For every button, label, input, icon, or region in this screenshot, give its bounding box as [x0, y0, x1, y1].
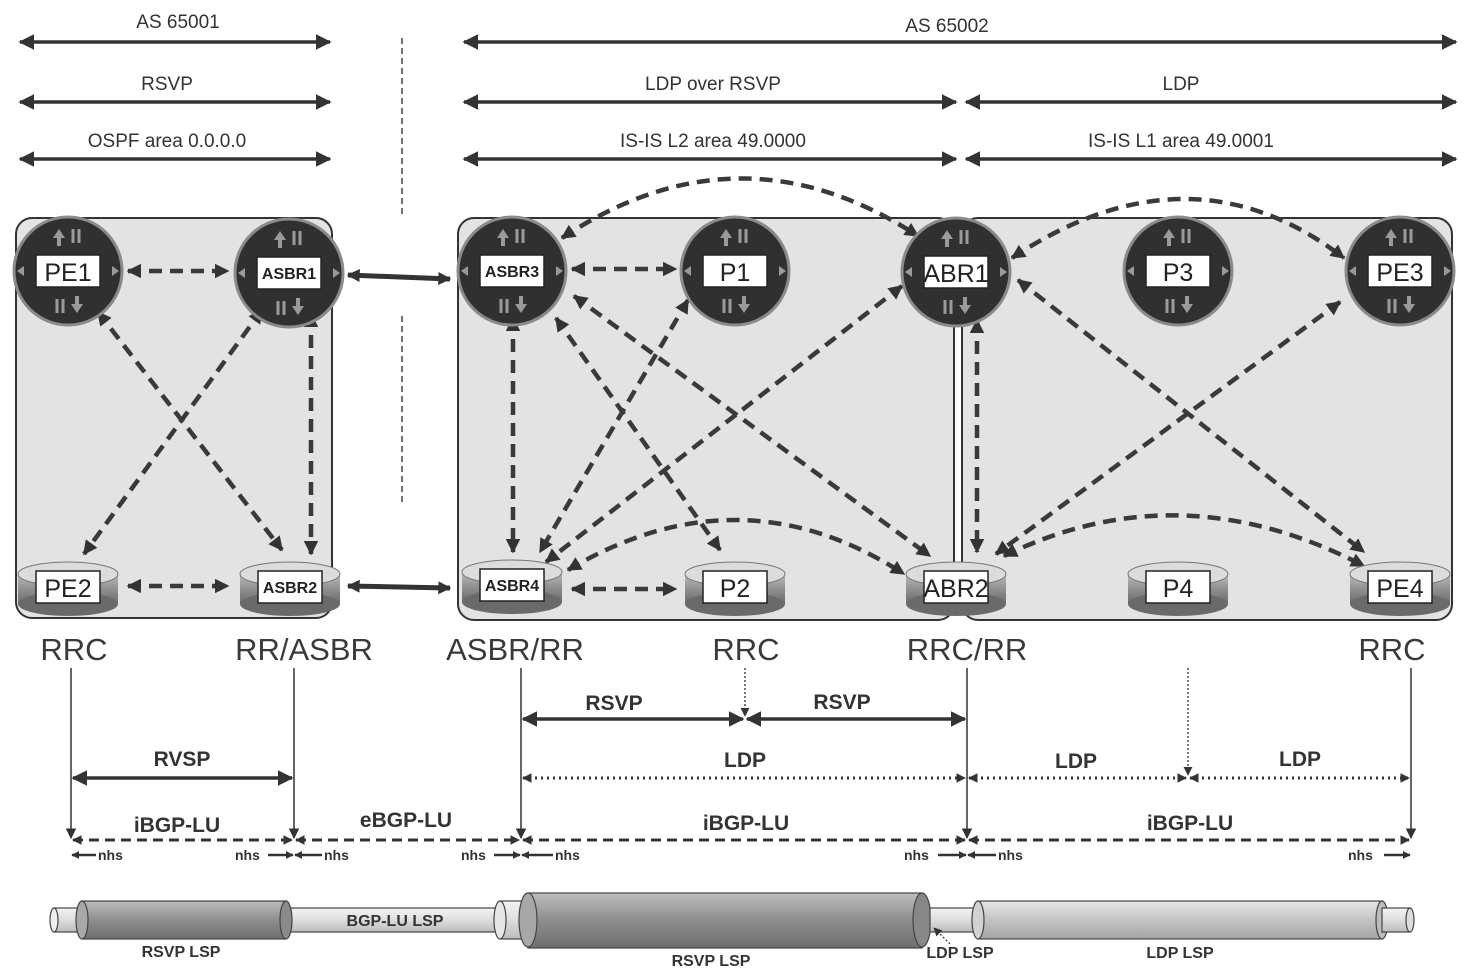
router-label-pe4: PE4 — [1376, 575, 1423, 603]
rsvp-domain-label: RSVP — [141, 74, 193, 95]
ibgp-lu-label-as1: iBGP-LU — [134, 814, 220, 837]
router-label-abr1: ABR1 — [923, 260, 988, 288]
nhs-label-asbr2-out: nhs — [324, 847, 349, 863]
rsvp-label-right: RSVP — [813, 691, 870, 714]
router-label-pe2: PE2 — [44, 575, 91, 603]
transport-section: RVSP RSVP RSVP LDP LDP LDP iBGP-LU eBGP-… — [65, 668, 1417, 863]
rsvp-lsp-1-segment — [81, 900, 287, 940]
role-rrc-p2: RRC — [712, 632, 779, 667]
ibgp-lu-label-l1: iBGP-LU — [1147, 812, 1233, 835]
router-label-asbr4: ASBR4 — [485, 578, 539, 595]
ldp-over-rsvp-label: LDP over RSVP — [645, 74, 781, 95]
router-asbr4[interactable]: ASBR4 — [461, 559, 563, 614]
bgp-lu-lsp-label: BGP-LU LSP — [347, 913, 444, 930]
router-label-p1: P1 — [720, 259, 751, 287]
router-label-p2: P2 — [720, 575, 751, 603]
router-p1[interactable]: P1 — [679, 215, 791, 327]
as-65001-label: AS 65001 — [136, 12, 219, 33]
router-label-asbr1: ASBR1 — [262, 266, 316, 283]
ldp-lsp-small-segment — [929, 907, 979, 933]
router-p4[interactable]: P4 — [1127, 561, 1229, 616]
role-labels: RRC RR/ASBR ASBR/RR RRC RRC/RR RRC — [40, 632, 1425, 667]
router-asbr2[interactable]: ASBR2 — [239, 561, 341, 616]
ldp-label-l1-right: LDP — [1279, 748, 1321, 771]
ldp-label-l2: LDP — [724, 749, 766, 772]
router-p3[interactable]: P3 — [1122, 215, 1234, 327]
router-asbr1[interactable]: ASBR1 — [233, 217, 345, 329]
session-pe3-abr2 — [994, 300, 1342, 556]
nhs-label-pe2: nhs — [98, 847, 123, 863]
ldp-lsp-big-segment — [977, 900, 1383, 940]
ibgp-lu-label-l2: iBGP-LU — [703, 812, 789, 835]
isis-l2-label: IS-IS L2 area 49.0000 — [620, 131, 806, 152]
rvsp-label: RVSP — [154, 748, 211, 771]
link-asbr1-asbr3 — [346, 268, 452, 286]
ebgp-lu-label: eBGP-LU — [360, 809, 452, 832]
role-rrc-pe4: RRC — [1358, 632, 1425, 667]
link-asbr2-asbr4 — [346, 579, 452, 595]
session-asbr4-abr2 — [566, 517, 906, 576]
router-label-p4: P4 — [1163, 575, 1194, 603]
nhs-label-abr2-in: nhs — [904, 847, 929, 863]
rsvp-label-left: RSVP — [585, 692, 642, 715]
role-rr-asbr: RR/ASBR — [235, 632, 373, 667]
ibgp-sessions — [82, 176, 1366, 597]
ospf-area-label: OSPF area 0.0.0.0 — [88, 131, 246, 152]
router-p2[interactable]: P2 — [684, 561, 786, 616]
router-asbr3[interactable]: ASBR3 — [456, 215, 568, 327]
ldp-lsp-big-label: LDP LSP — [1146, 945, 1214, 962]
routers-bottom-row: PE2 ASBR2 ASBR4 P2 ABR2 — [17, 559, 1451, 616]
router-abr1[interactable]: ABR1 — [900, 216, 1012, 328]
lsp-tube: BGP-LU LSP RSVP LSP RSVP LSP LDP LSP LDP… — [49, 892, 1415, 970]
nhs-label-asbr4-in: nhs — [461, 847, 486, 863]
router-label-pe1: PE1 — [44, 259, 91, 287]
router-label-asbr3: ASBR3 — [485, 264, 539, 281]
router-pe4[interactable]: PE4 — [1349, 561, 1451, 616]
router-label-p3: P3 — [1163, 259, 1194, 287]
router-pe2[interactable]: PE2 — [17, 561, 119, 616]
role-rrc-pe2: RRC — [40, 632, 107, 667]
router-pe1[interactable]: PE1 — [12, 215, 124, 327]
role-rrc-rr: RRC/RR — [907, 632, 1028, 667]
router-label-asbr2: ASBR2 — [263, 580, 317, 597]
session-abr1-pe3 — [1010, 196, 1346, 260]
domain-spans: AS 65001 AS 65002 RSVP LDP over RSVP LDP… — [18, 12, 1458, 167]
session-abr1-asbr4 — [544, 284, 904, 564]
as-65002-label: AS 65002 — [905, 16, 988, 37]
router-label-pe3: PE3 — [1376, 259, 1423, 287]
router-pe3[interactable]: PE3 — [1344, 215, 1456, 327]
role-asbr-rr: ASBR/RR — [446, 632, 584, 667]
session-abr2-pe4 — [1002, 513, 1366, 568]
routers-top-row: PE1 ASBR1 ASBR3 P1 ABR1 — [12, 215, 1456, 329]
ldp-lsp-small-label: LDP LSP — [926, 945, 994, 962]
router-label-abr2: ABR2 — [923, 575, 988, 603]
session-asbr1-pe2 — [82, 308, 264, 556]
isis-l1-label: IS-IS L1 area 49.0001 — [1088, 131, 1274, 152]
rsvp-lsp-1-label: RSVP LSP — [142, 944, 221, 961]
nhs-label-asbr2-in: nhs — [235, 847, 260, 863]
nhs-label-pe4: nhs — [1348, 847, 1373, 863]
ldp-label-l1-left: LDP — [1055, 750, 1097, 773]
nhs-label-abr2-out: nhs — [998, 847, 1023, 863]
nhs-label-asbr4-out: nhs — [555, 847, 580, 863]
router-abr2[interactable]: ABR2 — [905, 561, 1007, 616]
session-asbr3-abr1 — [560, 176, 920, 240]
ldp-domain-label: LDP — [1163, 74, 1200, 95]
rsvp-lsp-2-segment — [527, 892, 923, 949]
rsvp-lsp-2-label: RSVP LSP — [672, 953, 751, 970]
